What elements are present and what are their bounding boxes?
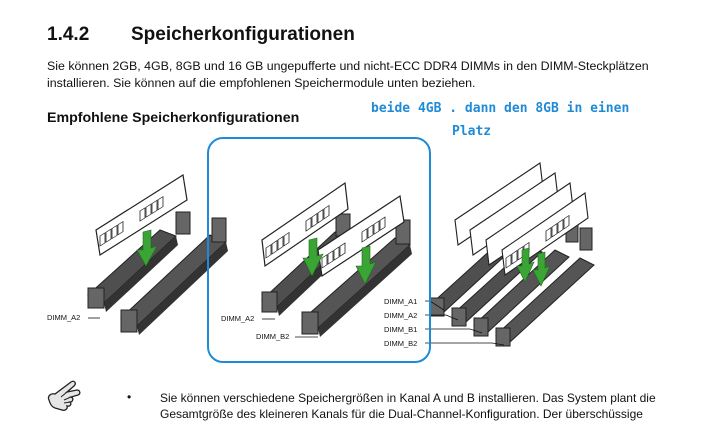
label-dimm-a1-right: DIMM_A1 — [384, 297, 418, 306]
note-bullet: • — [127, 390, 132, 404]
left-config — [87, 174, 228, 335]
label-dimm-a2-left: DIMM_A2 — [47, 313, 81, 322]
highlight-frame — [207, 137, 431, 363]
intro-paragraph: Sie können 2GB, 4GB, 8GB und 16 GB ungep… — [47, 59, 649, 90]
handwritten-note-line1: beide 4GB . dann den 8GB in einen — [371, 101, 630, 116]
label-dimm-b2-middle: DIMM_B2 — [256, 332, 290, 341]
note-text: Sie können verschiedene Speichergrößen i… — [160, 391, 656, 421]
label-dimm-a2-middle: DIMM_A2 — [221, 314, 255, 323]
label-dimm-b1-right: DIMM_B1 — [384, 325, 418, 334]
section-title: Speicherkonfigurationen — [131, 24, 355, 45]
right-config — [429, 162, 595, 347]
label-dimm-b2-right: DIMM_B2 — [384, 339, 418, 348]
label-dimm-a2-right: DIMM_A2 — [384, 311, 418, 320]
middle-config — [261, 181, 412, 337]
subheading: Empfohlene Speicherkonfigurationen — [47, 110, 300, 126]
section-number: 1.4.2 — [47, 24, 90, 45]
pointing-hand-icon — [47, 380, 81, 411]
handwritten-note-line2: Platz — [452, 124, 492, 139]
